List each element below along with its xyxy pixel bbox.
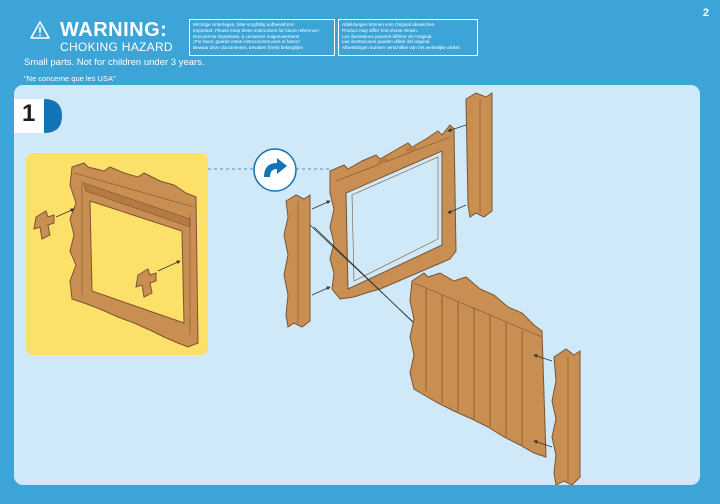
post-bottom-right — [533, 348, 581, 485]
usa-note: "Ne concerne que les USA" — [24, 74, 116, 83]
post-left — [283, 194, 331, 328]
step-number: 1 — [22, 100, 36, 127]
notice-line: Las ilustraciones pueden diferir del ori… — [342, 39, 431, 45]
detail-frame — [69, 162, 199, 348]
notice-line: Afbeeldingen kunnen verschillen van het … — [342, 45, 461, 51]
page-number: 2 — [702, 7, 709, 19]
notice-line: Wichtige Unterlagen, bitte sorgfältig au… — [193, 22, 295, 27]
notice-line: Abbildungen können vom Original abweiche… — [342, 22, 436, 27]
instruction-panel: 1 — [14, 85, 700, 485]
step-badge-shape — [14, 99, 62, 133]
notice-line: Documents importants, à conserver soigne… — [193, 33, 300, 39]
detail-bracket-left — [33, 208, 75, 240]
detail-bracket-right — [135, 260, 181, 298]
post-top-right — [447, 92, 493, 218]
notice-line: Les illustrations peuvent différer de l'… — [342, 33, 433, 39]
notice-line: Product may differ from those shown. — [342, 27, 419, 33]
plank-wall-panel — [409, 272, 547, 458]
step-badge: 1 — [14, 99, 62, 133]
window-frame — [329, 124, 457, 300]
illustration-disclaimer-notice: Abbildungen können vom Original abweiche… — [338, 19, 478, 56]
notice-line: Bewaar deze documenten, bevatten (hele) … — [193, 45, 304, 51]
keep-instructions-notice: Wichtige Unterlagen, bitte sorgfältig au… — [189, 19, 335, 56]
small-parts-label: Small parts. Not for children under 3 ye… — [24, 57, 205, 68]
warning-header: WARNING: — [24, 20, 205, 40]
notice-line: ¡Por favor, guarde estas instrucciones p… — [193, 39, 300, 45]
guide-arrow — [313, 226, 423, 332]
warning-title: WARNING: — [60, 19, 168, 41]
warning-block: WARNING: CHOKING HAZARD Small parts. Not… — [24, 20, 205, 84]
choking-hazard-label: CHOKING HAZARD — [60, 40, 173, 54]
rotate-arrow-icon — [253, 148, 297, 192]
assembly-illustration — [33, 92, 581, 485]
warning-triangle-icon — [30, 21, 50, 39]
notice-line: Important: Please keep these instruction… — [193, 27, 319, 33]
